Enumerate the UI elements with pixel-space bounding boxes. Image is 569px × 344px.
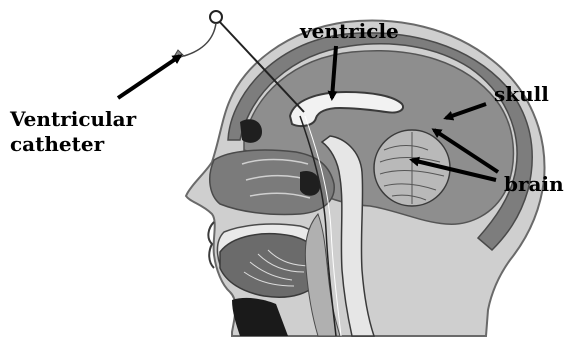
label-brain: brain [504, 172, 564, 196]
arrow-to-catheter [118, 56, 180, 98]
label-ventricular-catheter-line2: catheter [10, 132, 105, 156]
label-skull: skull [494, 82, 549, 106]
label-ventricle: ventricle [299, 19, 399, 43]
catheter-external-tubing [184, 23, 216, 56]
label-ventricular-catheter-line1: Ventricular [9, 107, 137, 131]
catheter-reservoir-knob [210, 11, 222, 23]
